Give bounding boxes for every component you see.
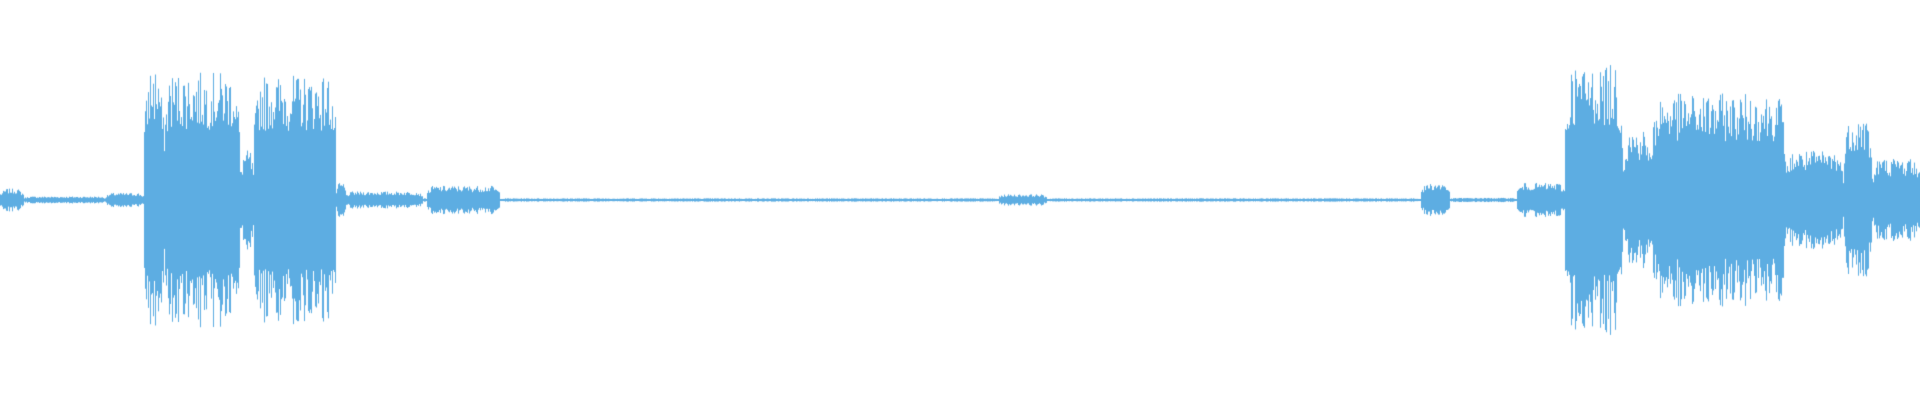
audio-waveform[interactable] xyxy=(0,0,1920,400)
